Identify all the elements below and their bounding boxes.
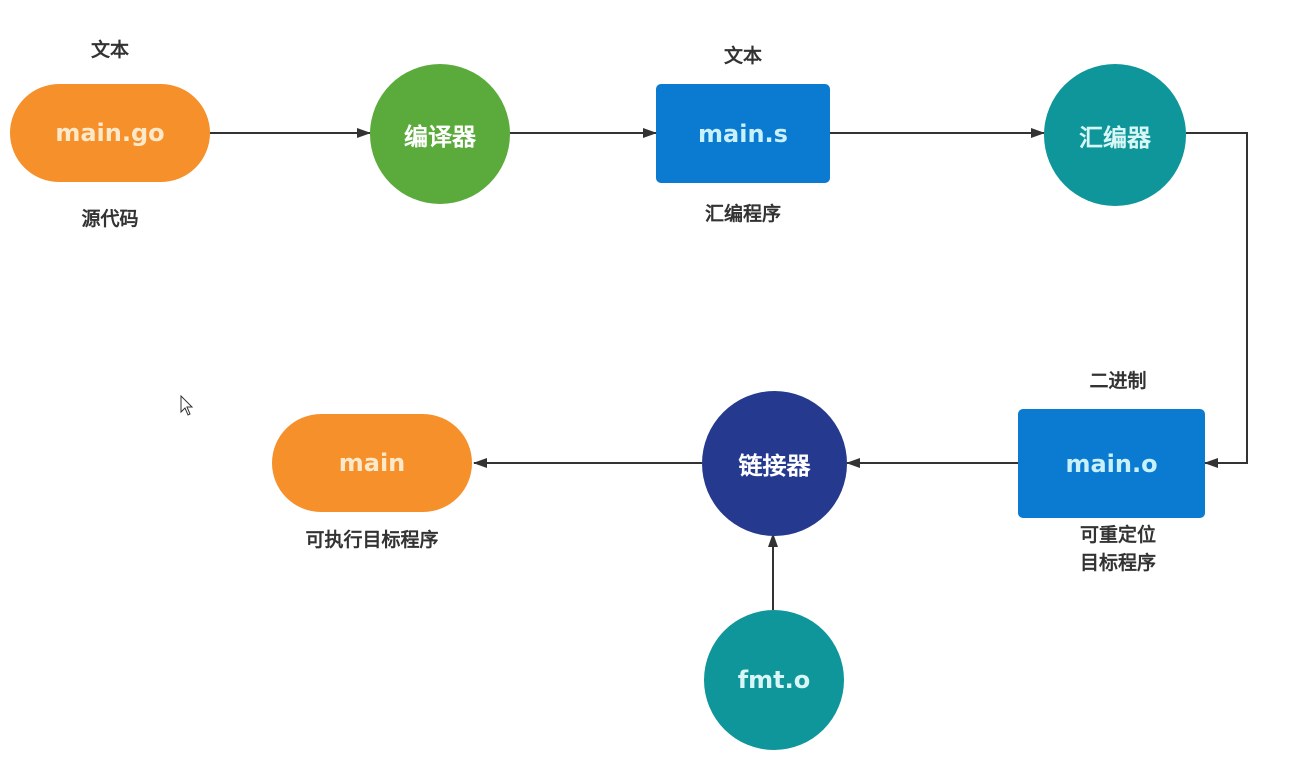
main-s-desc-label: 汇编程序 (704, 203, 781, 225)
node-main-go[interactable]: main.go (10, 84, 210, 182)
node-main-text: main (338, 449, 406, 477)
main-o-type-label: 二进制 (1089, 370, 1147, 392)
node-main-o[interactable]: main.o (1018, 409, 1205, 518)
node-main-o-text: main.o (1065, 449, 1158, 478)
main-o-desc-label-1: 可重定位 (1079, 524, 1156, 546)
node-fmt-o[interactable]: fmt.o (704, 610, 844, 750)
node-linker-text: 链接器 (738, 452, 811, 480)
node-main[interactable]: main (272, 414, 472, 512)
node-main-go-text: main.go (55, 119, 165, 147)
main-s-type-label: 文本 (723, 45, 762, 67)
node-main-s[interactable]: main.s (656, 84, 830, 183)
mouse-cursor-icon (180, 395, 194, 416)
main-o-desc-label-2: 目标程序 (1079, 552, 1156, 574)
node-main-s-text: main.s (698, 119, 788, 148)
node-compiler-text: 编译器 (404, 122, 476, 151)
main-go-type-label: 文本 (90, 39, 129, 61)
node-linker[interactable]: 链接器 (702, 391, 847, 536)
node-assembler-text: 汇编器 (1079, 123, 1151, 152)
main-go-desc-label: 源代码 (81, 208, 139, 230)
node-assembler[interactable]: 汇编器 (1044, 64, 1186, 206)
edge-assembler-to-main-o (1186, 132, 1248, 468)
main-desc-label: 可执行目标程序 (305, 529, 439, 551)
node-compiler[interactable]: 编译器 (370, 64, 510, 204)
node-fmt-o-text: fmt.o (737, 666, 811, 694)
